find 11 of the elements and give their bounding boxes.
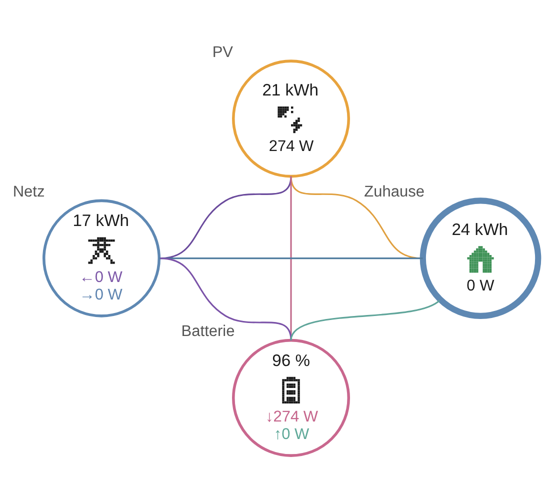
node-circle: 96 % ↓274 W ↑0 W [232,338,350,457]
connector [290,300,440,341]
node-label: Batterie [181,323,235,340]
node-label: Netz [12,183,45,200]
node-circle: 21 kWh 274 W [232,60,350,178]
node-circle: 24 kWh 0 W [420,198,542,319]
connector [159,258,423,260]
node-label: PV [212,44,234,61]
node-circle: 17 kWh ←0 W →0 W [42,199,161,318]
connector [160,258,292,340]
node-label: Zuhause [364,183,424,200]
